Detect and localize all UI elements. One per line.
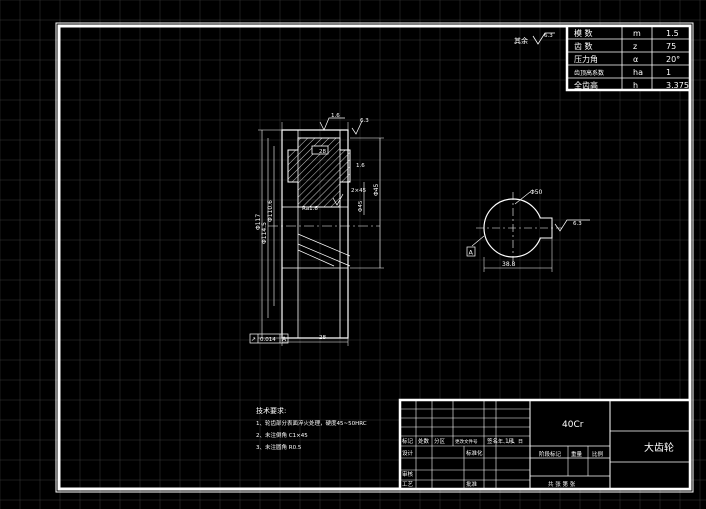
roughness-mid: 1.6: [356, 163, 365, 169]
gear-parameter-table: 模 数 m 1.5 齿 数 z 75 压力角 α 20° 齿顶高系数 ha 1 全齿高 h 3.375: [565, 24, 692, 92]
param-symbol: α: [633, 55, 638, 64]
gdt-symbol: ↗: [251, 336, 256, 343]
surface-roughness-note: 其余 6.3: [514, 32, 555, 45]
rev-header-mark: 标记: [402, 437, 414, 445]
hub-roughness: 6.3: [573, 221, 582, 227]
row-review: 审核: [402, 470, 414, 478]
dim-pitch-diameter: Φ114.5: [261, 222, 268, 244]
param-value: 75: [666, 42, 676, 51]
gdt-datum: A: [282, 336, 287, 343]
rev-header-zone: 分区: [434, 437, 446, 445]
tech-req-title: 技术要求:: [256, 406, 286, 415]
material-value: 40Cr: [562, 420, 584, 430]
surface-note-label: 其余: [514, 36, 528, 45]
roughness-hub: Ra1.6: [302, 206, 318, 212]
title-block: 40Cr 大齿轮 阶段标记 重量 比例 共 张 第 张 1:1 标记 处数 分区…: [398, 398, 692, 491]
param-value: 1.5: [666, 29, 679, 38]
roughness-top-left: 1.6: [331, 113, 340, 119]
param-value: 3.375: [666, 81, 689, 90]
rev-header-date: 年、月、日: [498, 438, 523, 445]
row-design: 设计: [402, 449, 414, 457]
rev-header-count: 处数: [418, 437, 430, 445]
row-standardize: 标准化: [466, 449, 483, 457]
tech-req-item-3: 3、未注圆角 R0.5: [256, 443, 302, 451]
dim-keyway-depth: 38.8: [502, 261, 516, 268]
roughness-top-left-icon: [319, 117, 345, 131]
param-name: 全齿高: [574, 80, 598, 90]
sheet-label: 共 张 第 张: [548, 480, 576, 488]
weight-label: 重量: [571, 450, 583, 458]
part-name: 大齿轮: [644, 441, 674, 454]
dim-hub-diameter: Φ45: [373, 183, 380, 196]
tech-req-item-1: 1、轮齿部分表面淬火处理，硬度45~50HRC: [256, 419, 367, 427]
param-symbol: m: [633, 29, 641, 38]
outer-frame: [55, 22, 694, 493]
param-name: 齿 数: [574, 41, 593, 51]
gdt-tolerance: 0.014: [260, 337, 276, 343]
tech-req-item-2: 2、未注倒角 C1×45: [256, 431, 308, 439]
surface-note-roughness: 6.3: [544, 33, 553, 39]
keyway-section: [311, 145, 329, 155]
param-value: 20°: [666, 55, 680, 64]
rev-header-sign: 签名: [487, 437, 498, 445]
param-name: 压力角: [574, 54, 598, 64]
param-symbol: h: [633, 81, 638, 90]
datum-box: [466, 246, 476, 257]
dim-width-bottom: 28: [319, 335, 326, 341]
dim-bore-diameter: Φ50: [530, 189, 543, 196]
datum-label: A: [469, 249, 474, 257]
param-symbol: ha: [633, 68, 643, 77]
dim-chamfer: 2×45: [351, 188, 367, 194]
param-symbol: z: [633, 42, 637, 51]
roughness-top-right: 6.3: [360, 118, 369, 124]
technical-requirements: 技术要求: 1、轮齿部分表面淬火处理，硬度45~50HRC 2、未注倒角 C1×…: [256, 406, 367, 451]
param-name: 齿顶高系数: [574, 69, 604, 77]
param-value: 1: [666, 68, 671, 77]
hub-roughness-icon: [554, 219, 590, 232]
gear-section-view: Φ117 Φ114.5 Φ110.6 Φ45 Φ45 2×45 Ra1.6 1.…: [249, 113, 384, 346]
scale-value: 1:1: [505, 438, 515, 445]
stage-label: 阶段标记: [539, 450, 562, 458]
inner-frame: [57, 24, 692, 491]
rev-header-doc: 更改文件号: [455, 438, 478, 445]
gdt-frame: ↗ 0.014 A: [249, 333, 289, 344]
roughness-top-right-icon: [351, 120, 363, 135]
dim-width-top: 28: [319, 149, 326, 155]
dim-root-diameter: Φ110.6: [267, 200, 274, 222]
row-approve: 批准: [466, 480, 478, 488]
dim-outer-diameter: Φ117: [255, 214, 262, 230]
roughness-hub-icon: [332, 193, 344, 206]
scale-label: 比例: [592, 450, 604, 458]
roughness-symbol-icon: [532, 32, 555, 45]
dim-hole-diameter: Φ45: [358, 200, 364, 212]
hub-end-view: Φ50 38.8 6.3 A: [466, 189, 590, 272]
param-name: 模 数: [574, 28, 593, 38]
row-process: 工艺: [402, 481, 414, 488]
